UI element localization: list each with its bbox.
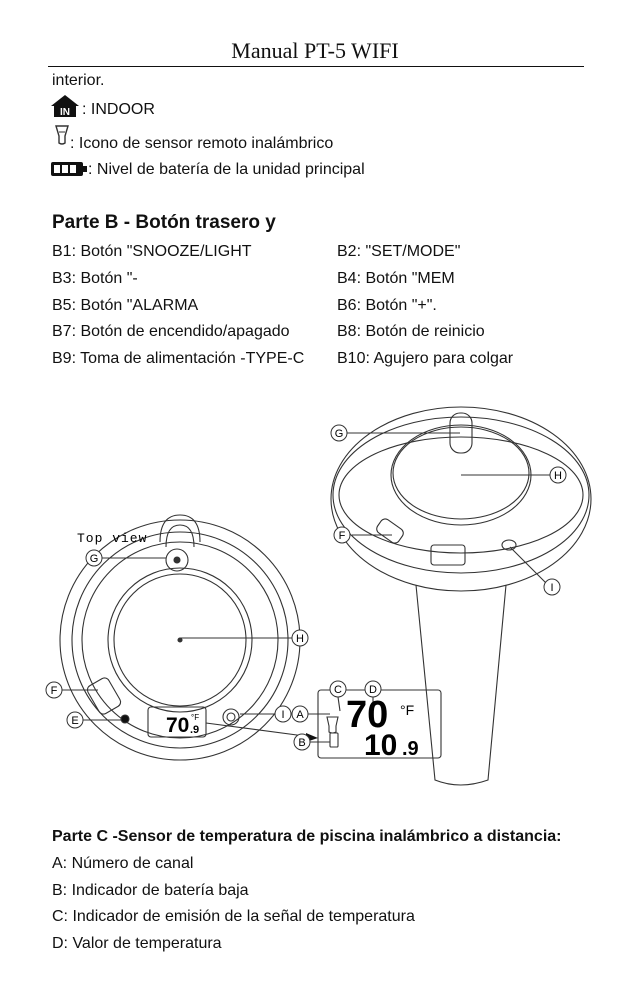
part-c-item: D: Valor de temperatura bbox=[52, 935, 222, 952]
part-c-title: Parte C -Sensor de temperatura de piscin… bbox=[52, 828, 562, 845]
large-lcd-temp-top: 70 bbox=[346, 694, 388, 736]
svg-text:G: G bbox=[90, 553, 99, 565]
channel-sensor-icon bbox=[326, 716, 339, 734]
callout-h-left: H bbox=[291, 629, 309, 647]
intro-sensor-label: : Icono de sensor remoto inalámbrico bbox=[70, 135, 334, 152]
callout-i-left: I bbox=[274, 705, 292, 723]
callout-f-left: F bbox=[45, 681, 63, 699]
callout-c: C bbox=[329, 680, 347, 698]
svg-text:H: H bbox=[554, 470, 562, 482]
part-c-item: B: Indicador de batería baja bbox=[52, 882, 249, 899]
svg-text:I: I bbox=[550, 582, 553, 594]
top-view-label: Top view bbox=[77, 531, 147, 546]
part-b-title: Parte B - Botón trasero y bbox=[52, 212, 276, 233]
battery-level-icon bbox=[51, 162, 87, 176]
small-lcd-unit: °F bbox=[191, 713, 199, 722]
indoor-icon-text: IN bbox=[60, 107, 70, 118]
svg-text:E: E bbox=[71, 715, 78, 727]
callout-h-right: H bbox=[549, 466, 567, 484]
part-b-item-right: B10: Agujero para colgar bbox=[337, 350, 514, 367]
indoor-house-icon: IN bbox=[51, 95, 79, 118]
low-battery-icon bbox=[329, 732, 339, 748]
page-header-title: Manual PT-5 WIFI bbox=[231, 38, 399, 63]
part-b-item-left: B9: Toma de alimentación -TYPE-C bbox=[52, 350, 305, 367]
svg-text:G: G bbox=[335, 428, 344, 440]
callout-a: A bbox=[291, 705, 309, 723]
part-b-item-right: B2: "SET/MODE" bbox=[337, 243, 461, 260]
part-b-item-right: B8: Botón de reinicio bbox=[337, 323, 485, 340]
part-b-item-left: B5: Botón "ALARMA bbox=[52, 297, 199, 314]
intro-indoor-label: : INDOOR bbox=[82, 101, 155, 118]
part-b-item-left: B7: Botón de encendido/apagado bbox=[52, 323, 290, 340]
part-b-item-right: B6: Botón "+". bbox=[337, 297, 437, 314]
part-b-item-left: B1: Botón "SNOOZE/LIGHT bbox=[52, 243, 252, 260]
callout-g-right: G bbox=[330, 424, 348, 442]
top-view-sensor-illustration bbox=[59, 514, 301, 761]
sensor-diagram: G H F I G H F E I A B C D Top view 70 .9… bbox=[45, 406, 592, 786]
svg-text:A: A bbox=[296, 709, 304, 721]
part-c-item: A: Número de canal bbox=[52, 855, 194, 872]
header-rule bbox=[48, 66, 584, 67]
svg-text:I: I bbox=[281, 709, 284, 721]
small-lcd-temp-decimal: .9 bbox=[190, 724, 199, 736]
svg-text:C: C bbox=[334, 684, 342, 696]
large-lcd-unit: °F bbox=[400, 702, 414, 718]
callout-f-right: F bbox=[333, 526, 351, 544]
part-b-item-left: B3: Botón "- bbox=[52, 270, 138, 287]
intro-continued-word: interior. bbox=[52, 72, 105, 89]
callout-d: D bbox=[364, 680, 382, 698]
large-lcd-temp-decimal: .9 bbox=[402, 738, 419, 760]
part-c-item: C: Indicador de emisión de la señal de t… bbox=[52, 908, 415, 925]
small-lcd-temp: 70 bbox=[166, 714, 189, 737]
svg-text:B: B bbox=[298, 737, 305, 749]
callout-e: E bbox=[66, 711, 84, 729]
part-b-item-right: B4: Botón "MEM bbox=[337, 270, 455, 287]
intro-battery-label: : Nivel de batería de la unidad principa… bbox=[88, 161, 365, 178]
large-lcd-temp-bottom: 10 bbox=[364, 729, 397, 762]
perspective-sensor-illustration bbox=[330, 406, 592, 786]
svg-text:F: F bbox=[51, 685, 58, 697]
svg-text:F: F bbox=[339, 530, 346, 542]
callout-b: B bbox=[293, 733, 311, 751]
callout-i: I bbox=[543, 578, 561, 596]
callout-g-left: G bbox=[85, 549, 103, 567]
svg-text:H: H bbox=[296, 633, 304, 645]
svg-text:D: D bbox=[369, 684, 377, 696]
remote-sensor-icon bbox=[55, 125, 69, 145]
